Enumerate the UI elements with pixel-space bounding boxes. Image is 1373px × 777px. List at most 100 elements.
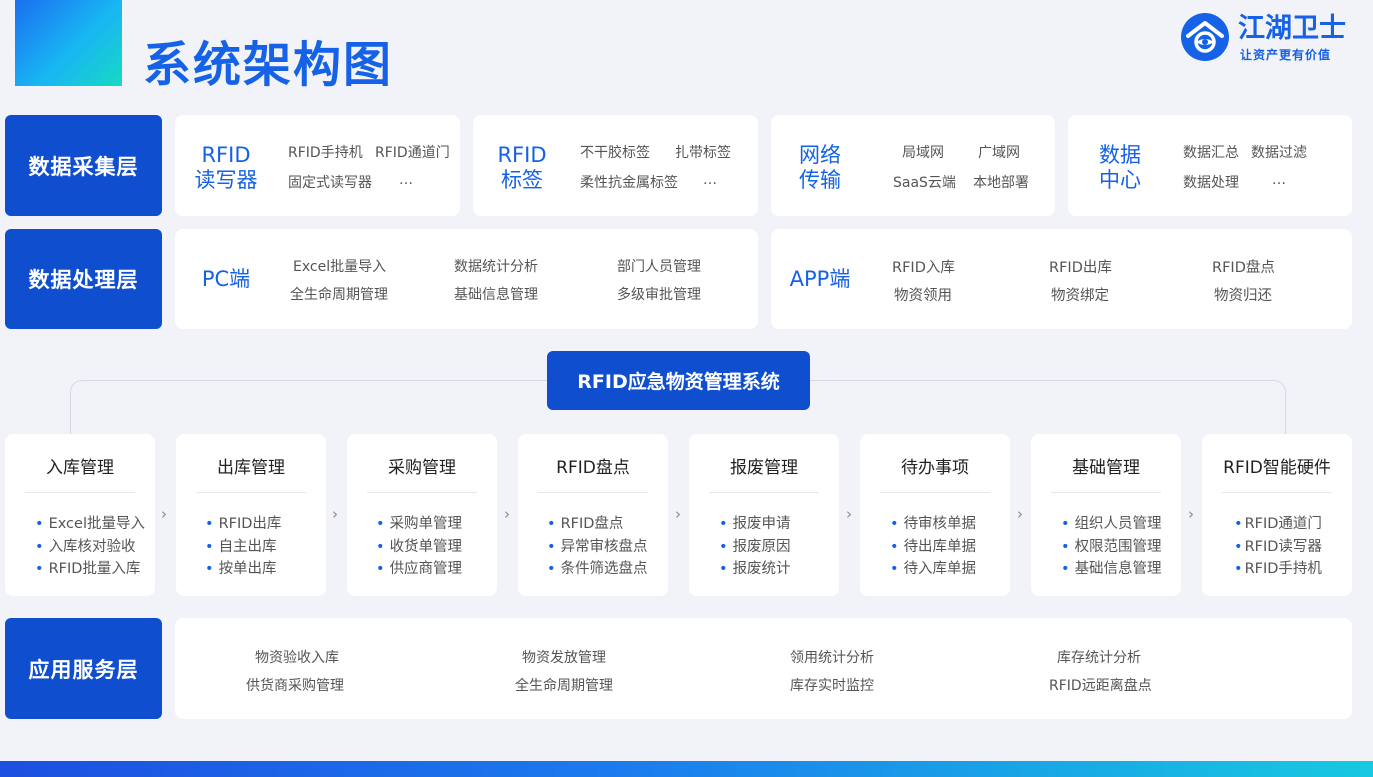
bullet: • [376, 538, 385, 555]
system-name-box: RFID应急物资管理系统 [547, 351, 810, 410]
process-card-app: APP端 RFID入库 RFID出库 RFID盘点 物资领用 物资绑定 物资归还 [771, 229, 1352, 329]
module-item-list: •组织人员管理 •权限范围管理 •基础信息管理 [1031, 513, 1181, 581]
collect-item: 柔性抗金属标签 [580, 175, 678, 191]
bullet: • [547, 561, 556, 577]
module-item-list: •报废申请 •报废原因 •报废统计 [689, 513, 839, 581]
layer-label-data-processing: 数据处理层 [5, 229, 162, 329]
process-card-pc: PC端 Excel批量导入 数据统计分析 部门人员管理 全生命周期管理 基础信息… [175, 229, 758, 329]
module-item-text: 条件筛选盘点 [560, 561, 648, 577]
module-item-list: •RFID通道门 •RFID读写器 •RFID手持机 [1202, 513, 1352, 581]
module-card-scrap: 报废管理 •报废申请 •报废原因 •报废统计 [689, 434, 839, 596]
module-item-text: 异常审核盘点 [560, 538, 648, 555]
module-item: •RFID出库 [205, 513, 326, 536]
module-item-text: 报废原因 [732, 538, 791, 555]
module-item-text: 入库核对验收 [48, 538, 136, 555]
service-item: 库存实时监控 [790, 678, 874, 694]
module-card-inbound: 入库管理 •Excel批量导入 •入库核对验收 •RFID批量入库 [5, 434, 155, 596]
app-category: APP端 [789, 267, 851, 291]
module-card-outbound: 出库管理 •RFID出库 •自主出库 •按单出库 [176, 434, 326, 596]
module-title: 出库管理 [217, 458, 285, 478]
category-line: 标签 [501, 168, 543, 192]
guard-shield-icon [1181, 13, 1229, 61]
chevron-right-icon: › [161, 505, 167, 523]
bullet: • [719, 516, 728, 532]
service-item: 领用统计分析 [790, 650, 874, 666]
module-card-inventory: RFID盘点 •RFID盘点 •异常审核盘点 •条件筛选盘点 [518, 434, 668, 596]
module-item: •报废统计 [719, 558, 839, 581]
service-item: 库存统计分析 [1057, 650, 1141, 666]
bullet: • [890, 538, 899, 555]
pc-item: 多级审批管理 [617, 287, 701, 303]
collect-item: 固定式读写器 [288, 175, 372, 191]
collect-card-data-center: 数据 中心 数据汇总 数据过滤 数据处理 … [1068, 115, 1352, 216]
bullet: • [205, 561, 214, 577]
module-item-text: 权限范围管理 [1074, 538, 1162, 555]
module-item: •RFID通道门 [1234, 513, 1352, 536]
collect-item: RFID手持机 [288, 145, 363, 161]
module-item-text: 收货单管理 [389, 538, 463, 555]
service-item: RFID远距离盘点 [1049, 678, 1152, 694]
service-item: 物资发放管理 [522, 650, 606, 666]
pc-item: 基础信息管理 [454, 287, 538, 303]
module-item-text: Excel批量导入 [48, 516, 145, 532]
module-item-text: 自主出库 [218, 538, 277, 555]
module-item-list: •采购单管理 •收货单管理 •供应商管理 [347, 513, 497, 581]
module-item: •权限范围管理 [1061, 536, 1181, 559]
module-item: •按单出库 [205, 558, 326, 581]
module-item-text: 报废申请 [732, 516, 791, 532]
logo-brand-text: 江湖卫士 [1238, 13, 1346, 44]
module-item-list: •RFID盘点 •异常审核盘点 •条件筛选盘点 [518, 513, 668, 581]
service-item: 供货商采购管理 [246, 678, 344, 694]
bullet: • [1061, 538, 1070, 555]
category-line: 读写器 [194, 168, 258, 192]
category-line: 中心 [1099, 168, 1141, 192]
pc-item: 数据统计分析 [454, 259, 538, 275]
module-item-text: RFID批量入库 [48, 561, 141, 577]
bullet: • [890, 561, 899, 577]
collect-card-category: RFID 读写器 [191, 143, 261, 193]
module-item: •组织人员管理 [1061, 513, 1181, 536]
module-item: •收货单管理 [376, 536, 497, 559]
module-item: •报废申请 [719, 513, 839, 536]
module-item: •入库核对验收 [35, 536, 155, 559]
module-item-text: 待审核单据 [903, 516, 977, 532]
bullet: • [376, 561, 385, 577]
category-line: 数据 [1099, 143, 1141, 167]
bullet: • [547, 538, 556, 555]
header-accent-block [15, 0, 122, 86]
module-card-basic: 基础管理 •组织人员管理 •权限范围管理 •基础信息管理 [1031, 434, 1181, 596]
module-divider [1051, 492, 1161, 493]
layer-label-application-service: 应用服务层 [5, 618, 162, 719]
module-item-text: RFID通道门 [1244, 516, 1322, 532]
chevron-right-icon: › [846, 505, 852, 523]
collect-item-ellipsis: … [703, 172, 717, 188]
module-title: 采购管理 [388, 458, 456, 478]
module-item-text: 待出库单据 [903, 538, 977, 555]
pc-item: 部门人员管理 [617, 259, 701, 275]
module-divider [367, 492, 477, 493]
module-item-text: RFID读写器 [1244, 538, 1322, 555]
module-item-text: 基础信息管理 [1074, 561, 1162, 577]
bullet: • [1234, 538, 1243, 555]
module-item-text: 报废统计 [732, 561, 791, 577]
category-line: RFID [497, 143, 547, 167]
bullet: • [376, 516, 385, 532]
logo-slogan: 让资产更有价值 [1240, 48, 1332, 62]
module-item: •RFID批量入库 [35, 558, 155, 581]
module-item: •条件筛选盘点 [547, 558, 668, 581]
module-divider [880, 492, 990, 493]
module-divider [1222, 492, 1332, 493]
bullet: • [35, 538, 44, 555]
module-item: •Excel批量导入 [35, 513, 155, 536]
module-item-text: 采购单管理 [389, 516, 463, 532]
bullet: • [1234, 516, 1243, 532]
app-item: 物资绑定 [1051, 288, 1109, 304]
collect-card-category: 网络 传输 [785, 143, 855, 193]
collect-item: RFID通道门 [375, 145, 450, 161]
collect-item: 数据过滤 [1251, 145, 1307, 161]
collect-item: 不干胶标签 [580, 145, 650, 161]
module-item-text: RFID盘点 [560, 516, 624, 532]
footer-gradient-bar [0, 761, 1373, 777]
module-title: RFID智能硬件 [1223, 458, 1331, 478]
app-item: RFID入库 [892, 260, 955, 276]
